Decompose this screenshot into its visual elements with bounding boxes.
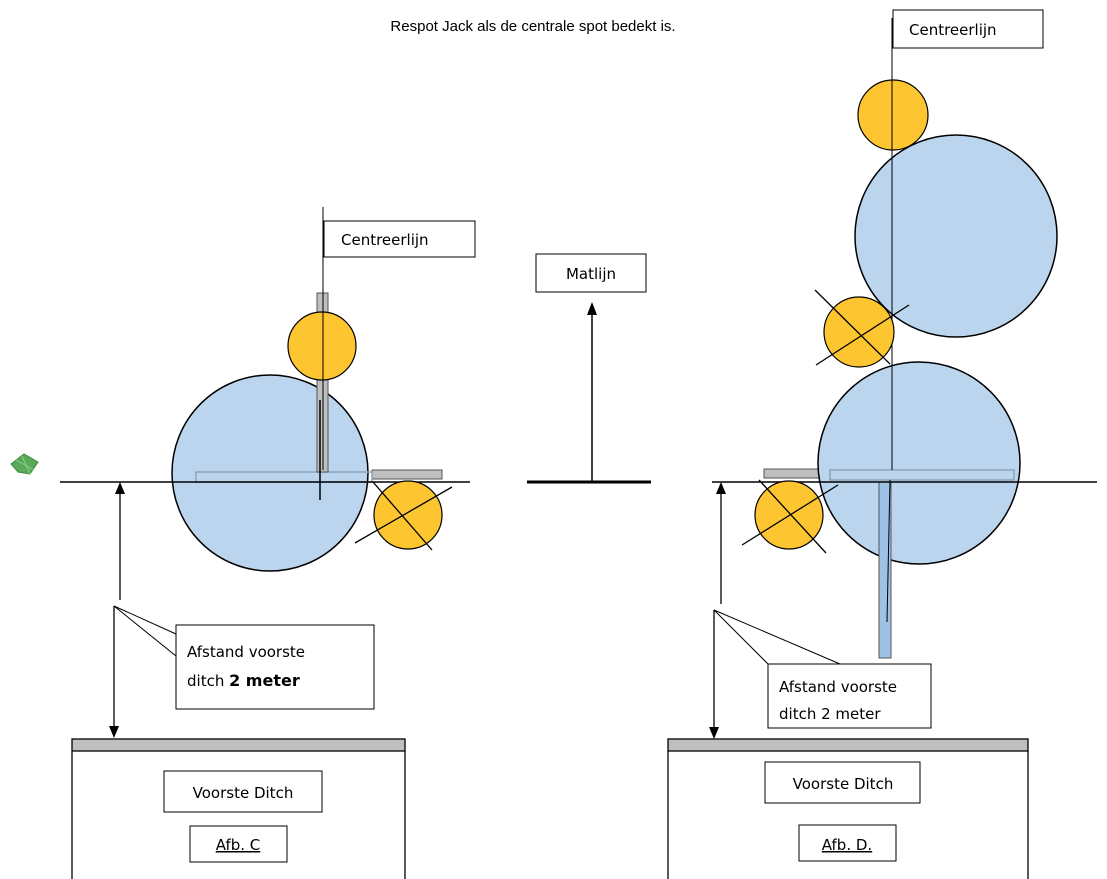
mat-line-label-box [535, 253, 647, 293]
arrowhead-icon [587, 302, 597, 315]
arrowhead-icon [709, 727, 719, 739]
yellow-jack [857, 79, 929, 151]
blue-bowl-upper [854, 134, 1058, 338]
ditch-label: Voorste Ditch [793, 775, 894, 793]
centreline-label: Centreerlijn [341, 231, 429, 249]
mat-edge-bar [371, 469, 443, 480]
yellow-jack [287, 311, 357, 381]
mat-line-label: Matlijn [566, 265, 616, 283]
ditch-edge [667, 738, 1029, 752]
distance-label-line2: ditch 2 meter [779, 705, 881, 723]
distance-label-box [175, 624, 375, 710]
arrowhead-icon [109, 726, 119, 738]
callout-pointer [713, 609, 769, 665]
distance-label-box [767, 663, 932, 729]
distance-label-bold: 2 meter [229, 671, 300, 690]
figure-caption: Afb. C [216, 836, 261, 854]
figure-c: Centreerlijn Afstand voorste ditch 2 met… [60, 207, 476, 879]
distance-label-line1: Afstand voorste [187, 643, 305, 661]
distance-label-line2: ditch 2 meter [187, 671, 300, 690]
centreline-label-box [323, 220, 476, 258]
distance-label-line1: Afstand voorste [779, 678, 897, 696]
caption-box [798, 824, 897, 862]
blue-bowl-lower [817, 361, 1021, 565]
crossed-jack-upper [823, 296, 895, 368]
arrowhead-icon [716, 482, 726, 494]
ditch-label: Voorste Ditch [193, 784, 294, 802]
mat-outline [829, 469, 1015, 481]
callout-pointer-edge [713, 609, 841, 665]
crossed-jack [373, 480, 443, 550]
arrowhead-icon [115, 482, 125, 494]
x-cross-icon [741, 479, 839, 554]
ditch-edge [71, 738, 406, 752]
x-cross-icon [814, 289, 910, 366]
figure-d: Centreerlijn Afstand voorste ditch 2 met… [667, 9, 1097, 879]
green-diamond-marker-icon [10, 453, 39, 475]
caption-box [189, 825, 288, 863]
callout-pointer [113, 605, 186, 657]
x-cross-icon [354, 481, 453, 551]
ditch-label-box [764, 761, 921, 804]
centreline-lower [886, 479, 891, 623]
distance-label-prefix: ditch [187, 672, 229, 690]
centreline-label: Centreerlijn [909, 21, 997, 39]
blue-bowl [171, 374, 369, 572]
ditch-label-box [163, 770, 323, 813]
figure-caption: Afb. D. [822, 836, 872, 854]
diagram-title: Respot Jack als de centrale spot bedekt … [390, 18, 675, 35]
callout-pointer-edge [113, 605, 177, 635]
centreline-label-box [892, 9, 1044, 49]
mat-line-figure: Matlijn [527, 253, 651, 484]
